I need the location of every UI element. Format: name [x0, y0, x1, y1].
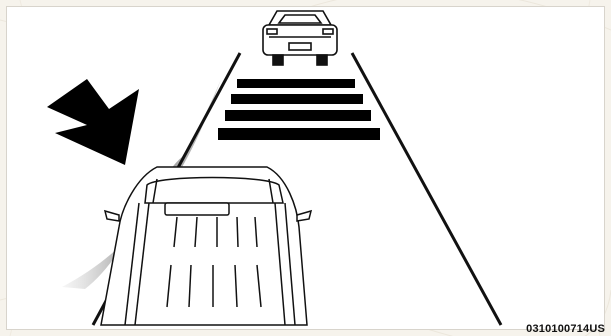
- figure-code: 0310100714US: [526, 323, 605, 335]
- diagram-frame: [6, 6, 605, 330]
- road-diagram: [7, 7, 606, 331]
- road-edge-right: [352, 53, 501, 325]
- crosswalk-stripe: [237, 79, 355, 88]
- crosswalk-stripe: [225, 110, 371, 121]
- own-vehicle-icon: [101, 167, 311, 325]
- crosswalk-stripe: [218, 128, 380, 140]
- lead-vehicle-icon: [263, 11, 337, 65]
- crosswalk: [218, 79, 380, 140]
- crosswalk-stripe: [231, 94, 363, 104]
- direction-arrow-icon: [47, 79, 139, 165]
